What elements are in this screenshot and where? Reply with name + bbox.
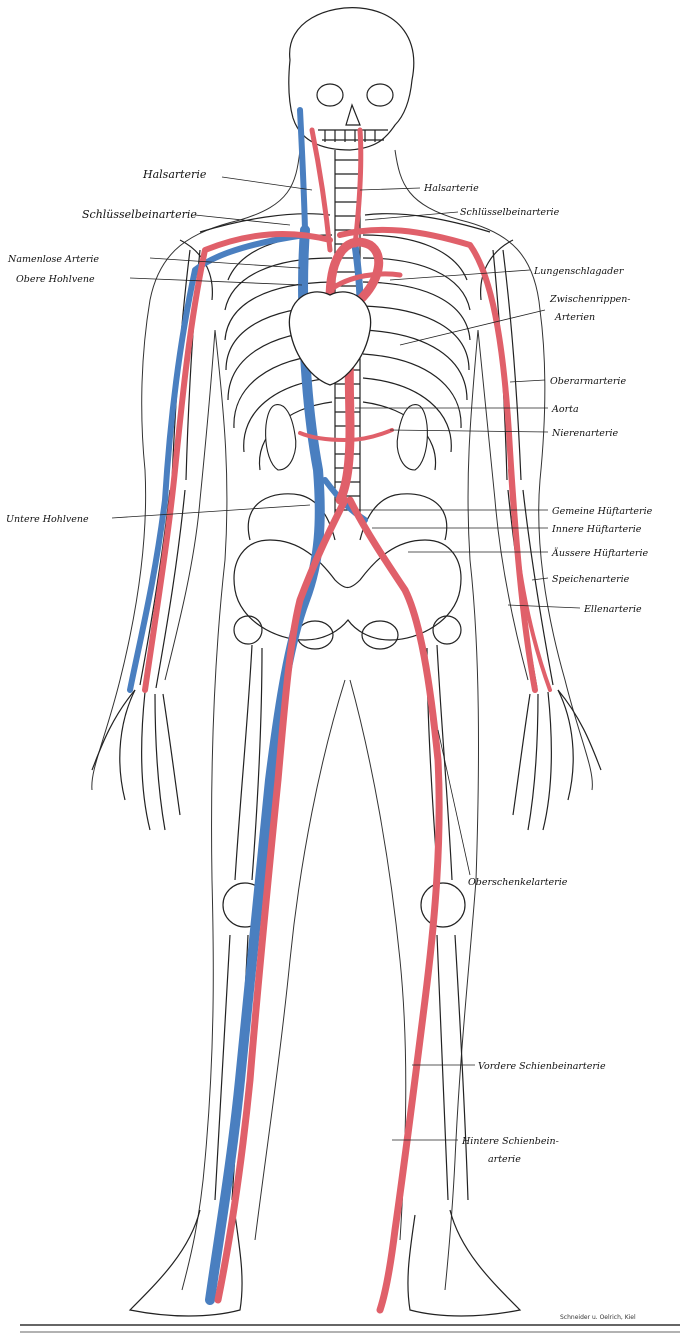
label-lungenschlagader: Lungenschlagader [533,266,625,277]
pelvis [234,494,461,649]
label-ellenarterie: Ellenarterie [583,604,642,615]
label-oberschenkelarterie: Oberschenkelarterie [468,877,568,888]
kidney-right [397,405,427,470]
label-zwischenrippen-2: Arterien [554,312,595,323]
label-untere-hohlvene: Untere Hohlvene [6,514,89,525]
label-innere-hueftarterie: Innere Hüftarterie [551,524,642,535]
leg-bones [130,645,520,1316]
label-hintere-schienbeinarterie-2: arterie [488,1154,521,1165]
label-hintere-schienbeinarterie-1: Hintere Schienbein- [461,1136,559,1147]
label-vordere-schienbeinarterie: Vordere Schienbeinarterie [478,1061,606,1072]
skull [289,8,414,150]
label-obere-hohlvene: Obere Hohlvene [16,274,95,285]
labels-right: Halsarterie Schlüsselbeinarterie Lungens… [423,183,653,1165]
label-speichenarterie: Speichenarterie [552,574,630,585]
printer-credit: Schneider u. Oelrich, Kiel [560,1314,636,1321]
label-nierenarterie: Nierenarterie [551,428,618,439]
label-aeussere-hueftarterie: Äussere Hüftarterie [551,547,648,559]
label-halsarterie-right: Halsarterie [423,183,479,194]
label-aorta: Aorta [551,404,579,415]
label-schluesselbeinarterie-left: Schlüsselbeinarterie [82,208,197,221]
label-halsarterie-left: Halsarterie [142,168,207,181]
label-zwischenrippen-1: Zwischenrippen- [549,294,631,305]
label-namenlose-arterie: Namenlose Arterie [7,254,99,265]
label-schluesselbeinarterie-right: Schlüsselbeinarterie [460,207,560,218]
label-oberarmarterie: Oberarmarterie [550,376,626,387]
label-gemeine-hueftarterie: Gemeine Hüftarterie [552,506,653,517]
